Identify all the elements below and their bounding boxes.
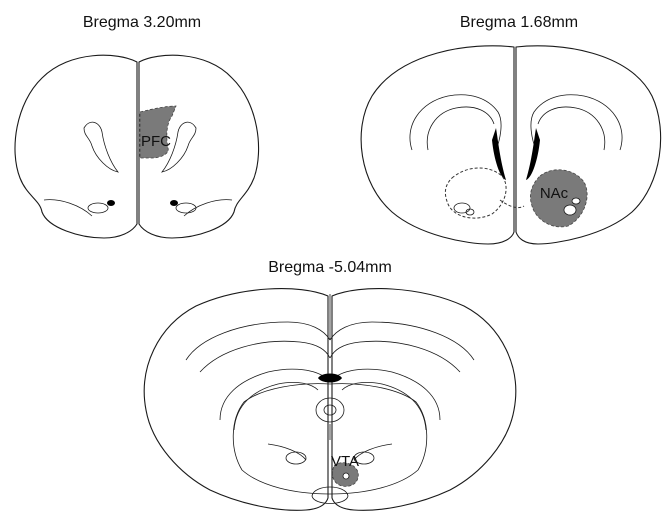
nac-white-spot-2 <box>572 198 580 204</box>
coronal-section-3-outline <box>144 289 515 511</box>
section-title-1: Bregma 3.20mm <box>83 14 201 31</box>
section-bregma-1-68: Bregma 1.68mm NAc <box>361 14 661 244</box>
section-bregma-3-20: Bregma 3.20mm PFC <box>15 14 259 238</box>
region-label-pfc: PFC <box>141 133 171 150</box>
region-label-vta: VTA <box>331 453 359 470</box>
section-bregma-minus-5-04: Bregma -5.04mm <box>144 259 515 510</box>
coronal-section-2-outline <box>361 46 661 244</box>
region-label-nac: NAc <box>540 185 569 202</box>
section-title-3: Bregma -5.04mm <box>268 259 392 276</box>
nac-white-spot-1 <box>564 205 576 215</box>
section-title-2: Bregma 1.68mm <box>460 14 578 31</box>
vta-white-spot <box>343 473 349 479</box>
coronal-section-1-outline <box>15 55 259 238</box>
